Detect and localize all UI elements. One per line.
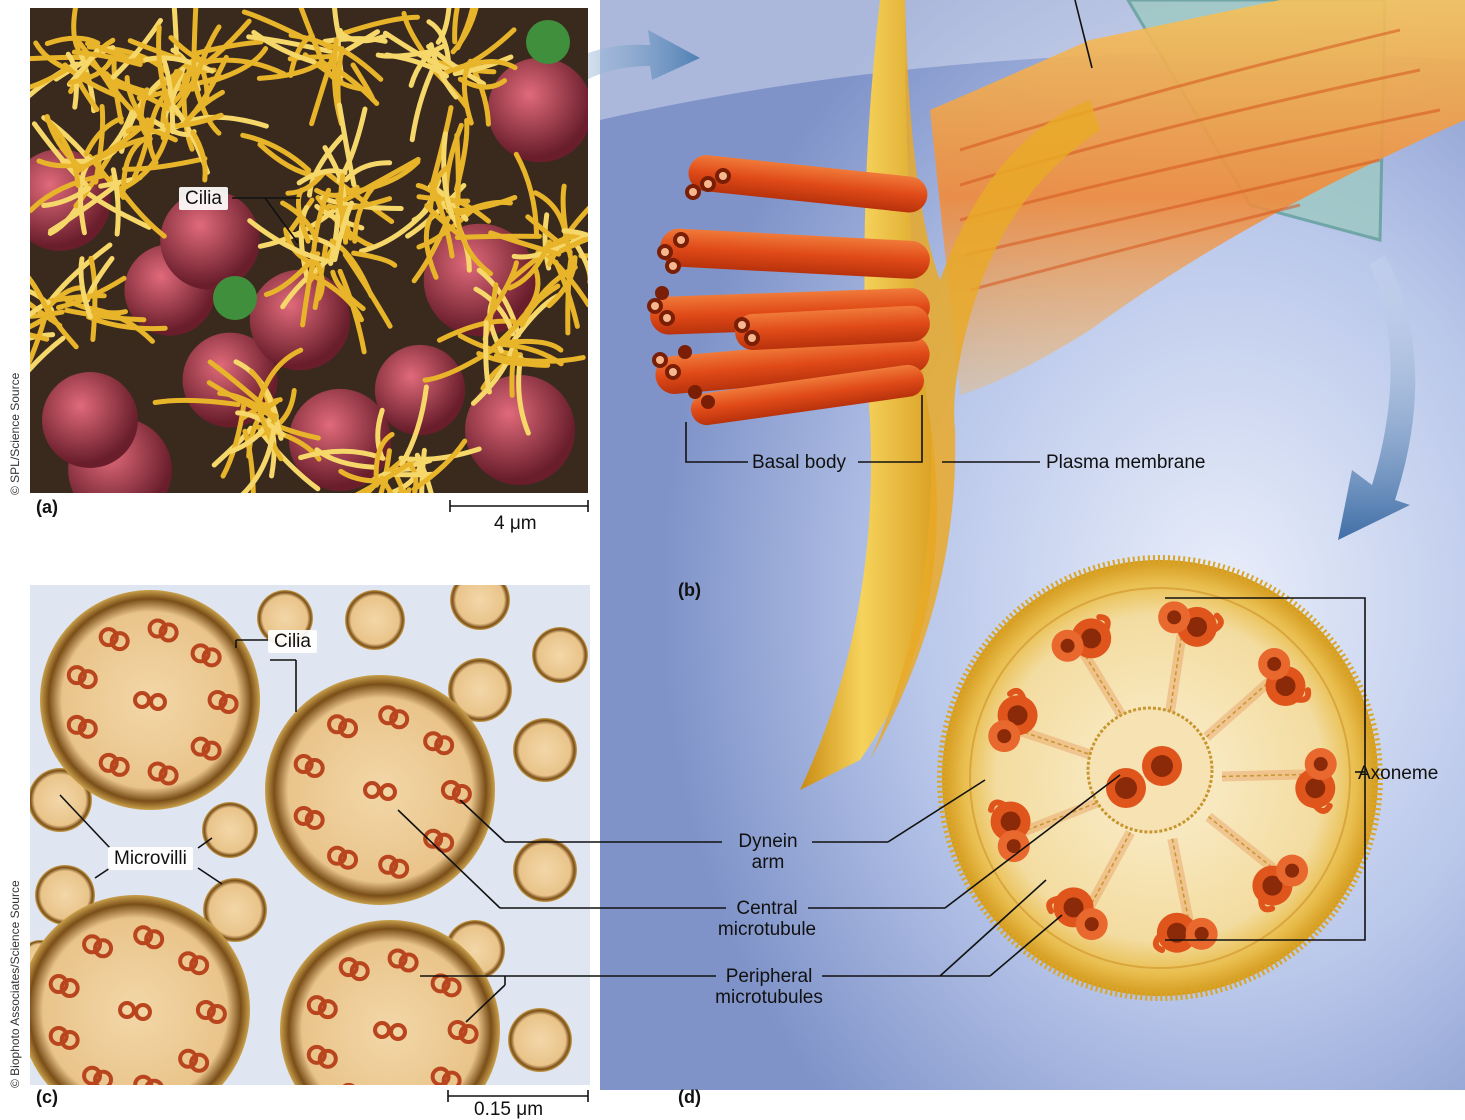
label-central-line2: microtubule <box>705 919 829 940</box>
doublet-lumen <box>1007 839 1021 853</box>
label-dynein-arm-line1: Dynein <box>722 831 814 852</box>
doublet-lumen <box>1305 778 1325 798</box>
microvillus-section <box>202 802 258 858</box>
green-cell <box>526 20 570 64</box>
doublet-lumen <box>1081 628 1101 648</box>
label-central-microtubule: Central microtubule <box>705 898 829 940</box>
microvillus-section <box>345 590 405 650</box>
cilium <box>457 135 459 204</box>
secretory-cell <box>42 372 138 468</box>
scale-bar-a-label: 4 μm <box>494 513 537 534</box>
credit-a: © SPL/Science Source <box>8 373 22 495</box>
panel-label-b: (b) <box>678 580 701 601</box>
axoneme-cross-section <box>942 560 1378 996</box>
cilium <box>568 261 571 333</box>
label-cilia-c: Cilia <box>268 630 317 653</box>
doublet-lumen <box>1085 917 1099 931</box>
panel-label-d: (d) <box>678 1087 701 1108</box>
doublet-lumen <box>1061 639 1075 653</box>
tem-doublet <box>341 1085 357 1101</box>
microvillus-section <box>532 627 588 683</box>
tem-doublet <box>401 1097 417 1113</box>
doublet-lumen <box>1187 617 1207 637</box>
microvillus-section <box>450 570 510 630</box>
label-microvilli: Microvilli <box>108 847 193 870</box>
doublet-lumen <box>1267 657 1281 671</box>
panel-label-c: (c) <box>36 1087 58 1108</box>
label-peripheral-line1: Peripheral <box>700 966 838 987</box>
tem-doublet <box>352 1089 368 1105</box>
scale-bar-a <box>450 500 588 512</box>
label-dynein-arm: Dynein arm <box>722 831 814 873</box>
label-dynein-arm-line2: arm <box>722 852 814 873</box>
doublet-lumen <box>1167 610 1181 624</box>
doublet-lumen <box>1195 927 1209 941</box>
cilium <box>390 490 409 570</box>
label-axoneme: Axoneme <box>1358 763 1438 784</box>
cilium <box>401 488 407 556</box>
secretory-cell <box>488 58 593 163</box>
microvillus-section <box>513 718 577 782</box>
label-basal-body: Basal body <box>752 452 846 473</box>
microvillus-section <box>508 1008 572 1072</box>
doublet-lumen <box>1314 757 1328 771</box>
credit-c: © Biophoto Associates/Science Source <box>8 880 22 1088</box>
label-cilia-a: Cilia <box>179 187 228 210</box>
scale-bar-c-label: 0.15 μm <box>474 1099 543 1120</box>
label-plasma-membrane: Plasma membrane <box>1046 452 1205 473</box>
tem-doublet <box>390 1093 406 1109</box>
label-peripheral-line2: microtubules <box>700 987 838 1008</box>
doublet-lumen <box>997 729 1011 743</box>
panel-a-micrograph <box>0 0 654 570</box>
doublet-lumen <box>1001 812 1021 832</box>
panel-label-a: (a) <box>36 497 58 518</box>
green-cell <box>213 276 257 320</box>
doublet-lumen <box>1285 864 1299 878</box>
microvillus-section <box>513 838 577 902</box>
label-peripheral-microtubules: Peripheral microtubules <box>700 966 838 1008</box>
label-central-line1: Central <box>705 898 829 919</box>
